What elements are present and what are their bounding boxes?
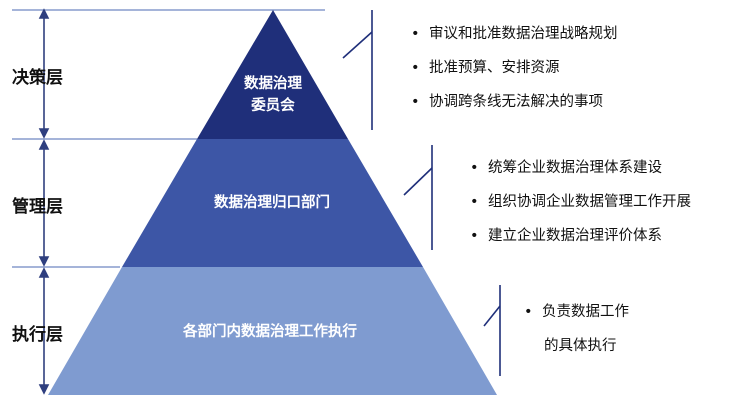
duty-item: 组织协调企业数据管理工作开展 bbox=[468, 187, 691, 217]
duty-item-continuation: 的具体执行 bbox=[544, 338, 617, 354]
duty-item: 批准预算、安排资源 bbox=[409, 54, 618, 82]
layer-label-execution: 执行层 bbox=[12, 325, 63, 345]
bracket-decision bbox=[342, 10, 373, 130]
tier-text-execution: 各部门内数据治理工作执行 bbox=[183, 324, 357, 340]
layer-label-decision: 决策层 bbox=[12, 68, 63, 88]
bracket-management bbox=[403, 145, 433, 250]
duty-item: 协调跨条线无法解决的事项 bbox=[409, 88, 618, 116]
duty-item: 建立企业数据治理评价体系 bbox=[468, 221, 691, 251]
duty-item: 审议和批准数据治理战略规划 bbox=[409, 20, 618, 48]
duty-item: 统筹企业数据治理体系建设 bbox=[468, 153, 691, 183]
bracket-execution bbox=[483, 285, 501, 376]
tier-text-decision-line: 数据治理委员会 bbox=[244, 76, 302, 114]
pyramid-tier-management bbox=[122, 139, 423, 267]
pyramid-tier-decision bbox=[197, 10, 348, 139]
pyramid-tier-execution bbox=[48, 267, 497, 395]
duty-list-decision: 审议和批准数据治理战略规划 批准预算、安排资源 协调跨条线无法解决的事项 bbox=[409, 20, 618, 116]
duty-list-execution: 负责数据工作 的具体执行 bbox=[522, 298, 629, 360]
duty-list-management: 统筹企业数据治理体系建设 组织协调企业数据管理工作开展 建立企业数据治理评价体系 bbox=[468, 153, 691, 251]
tier-text-decision: 数据治理委员会 bbox=[213, 73, 333, 117]
layer-label-management: 管理层 bbox=[12, 197, 63, 217]
tier-text-management: 数据治理归口部门 bbox=[214, 195, 330, 211]
duty-item: 负责数据工作 bbox=[522, 298, 629, 326]
vertical-axis bbox=[38, 8, 50, 395]
